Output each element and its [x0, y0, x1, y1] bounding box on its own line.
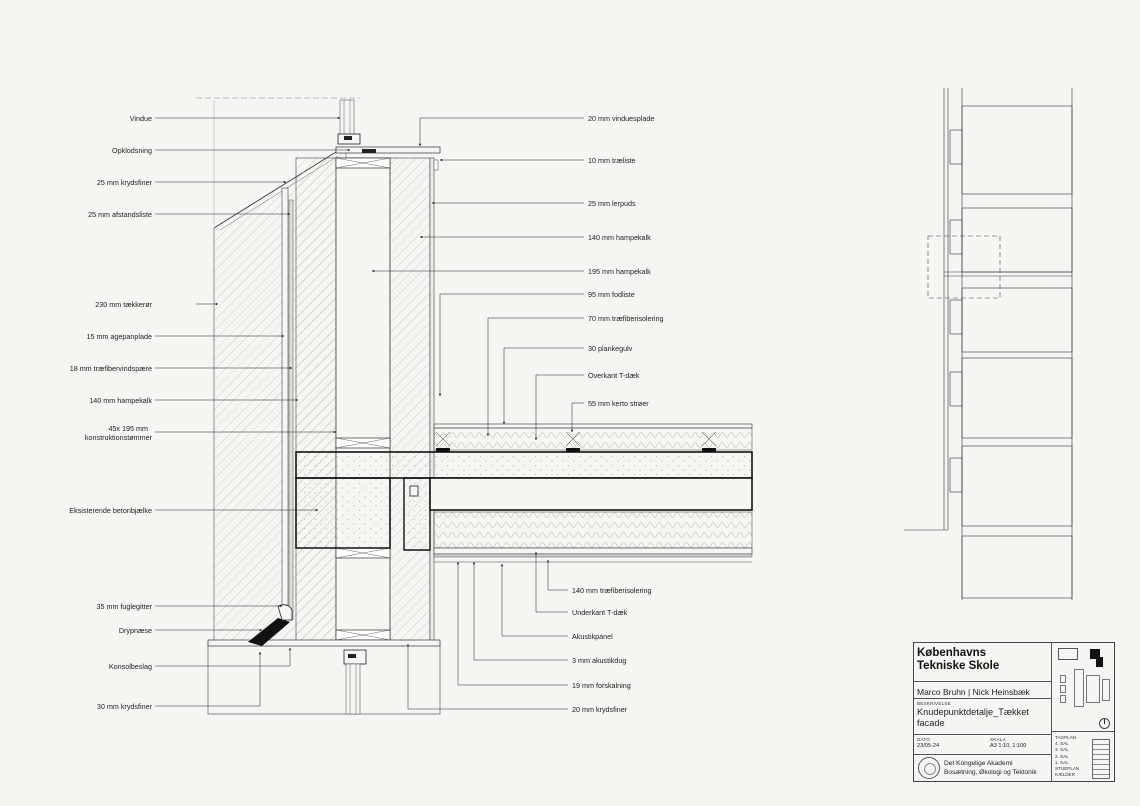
floor-stack-icon [1092, 739, 1110, 779]
date-label: DATO [917, 737, 931, 742]
label-traefiber-70: 70 mm træfiberisolering [588, 314, 664, 323]
timber-frame [335, 157, 391, 643]
concrete-beam [295, 477, 391, 549]
label-forskalning: 19 mm forskalning [572, 681, 631, 690]
label-agepanplade: 15 mm agepanplade [86, 332, 152, 341]
divider [914, 681, 1051, 682]
label-traefiber-140: 140 mm træfiberisolering [572, 586, 652, 595]
label-fuglegitter: 35 mm fuglegitter [96, 602, 152, 611]
label-vindue: Vindue [129, 114, 152, 123]
label-plankegulv: 30 plankegulv [588, 344, 633, 353]
floor-3-sal: 3. SAL [1055, 747, 1069, 753]
floor-1-sal: 1. SAL [1055, 759, 1069, 765]
divider [914, 754, 1051, 755]
drawing-title-line-1: Knudepunktdetalje_Tækket [917, 707, 1029, 717]
school-line-1: Københavns [917, 647, 987, 659]
floor-kaelder: KÆLDER [1055, 772, 1075, 778]
divider [1051, 643, 1052, 781]
site-plan-icon [1054, 645, 1112, 715]
school-line-2: Tekniske Skole [917, 660, 1000, 672]
academy-name: Det Kongelige Akademi Bosætning, Økologi… [944, 759, 1037, 777]
label-traeliste: 10 mm træliste [588, 156, 636, 165]
authors: Marco Bruhn | Nick Heinsbæk [917, 687, 1030, 697]
drawing-title-line-2: facade [917, 718, 945, 728]
floor-stueplan: STUEPLAN [1055, 766, 1080, 772]
label-krydsfiner-30: 30 mm krydsfiner [96, 702, 152, 711]
academy-line-2: Bosætning, Økologi og Tektonik [944, 769, 1037, 776]
label-underkant-t-daek: Underkant T-dæk [572, 608, 628, 617]
north-arrow-icon [1099, 718, 1110, 729]
scale-value: A3 1:10, 1:100 [990, 743, 1027, 749]
label-vindspaere: 18 mm træfibervindspære [69, 364, 152, 373]
label-hampekalk-195: 195 mm hampekalk [588, 267, 651, 276]
label-konsolbeslag: Konsolbeslag [108, 662, 152, 671]
academy-line-1: Det Kongelige Akademi [944, 760, 1013, 767]
label-kerto-stroer: 55 mm kerto strøer [588, 399, 649, 408]
label-akustikdug: 3 mm akustikdug [572, 656, 627, 665]
label-vinduesplade: 20 mm vinduesplade [588, 114, 655, 123]
description-label: BESKRIVELSE [917, 701, 951, 706]
scale-label: SKALA [990, 737, 1006, 742]
date-value: 23/05-24 [917, 743, 940, 749]
divider [1051, 731, 1114, 732]
label-opklodsning: Opklodsning [112, 146, 152, 155]
label-konstruktionstommer-1: 45x 195 mm [108, 424, 148, 433]
leader-lines-left [155, 116, 351, 707]
floor-2-sal: 2. SAL [1055, 753, 1069, 759]
label-konstruktionstommer-2: konstruktionstømmer [84, 433, 152, 442]
label-hampekalk-140: 140 mm hampekalk [89, 396, 152, 405]
label-taekkeroer: 230 mm tækkerør [95, 300, 152, 309]
label-overkant-t-daek: Overkant T-dæk [588, 371, 640, 380]
label-krydsfiner-20: 20 mm krydsfiner [572, 705, 628, 714]
title-block: Københavns Tekniske Skole Marco Bruhn | … [913, 642, 1115, 782]
floor-4-sal: 4. SAL [1055, 741, 1069, 747]
label-afstandsliste: 25 mm afstandsliste [88, 210, 152, 219]
label-betonbjaelke: Eksisterende betonbjælke [69, 506, 152, 515]
label-drypnaese: Drypnæse [118, 626, 152, 635]
t-deck-top [295, 451, 753, 479]
floor-tagplan: TAGPLAN [1055, 735, 1077, 740]
label-akustikpanel: Akustikpanel [572, 632, 613, 641]
wall-section [196, 97, 753, 715]
drawing-title: Knudepunktdetalje_Tækket facade [917, 707, 1057, 729]
school-name: Københavns Tekniske Skole [917, 647, 999, 673]
academy-seal-icon [918, 757, 940, 779]
label-krydsfiner-25: 25 mm krydsfiner [96, 178, 152, 187]
facade-elevation [904, 88, 1073, 600]
label-hampekalk-140-right: 140 mm hampekalk [588, 233, 651, 242]
label-lerpuds: 25 mm lerpuds [588, 199, 636, 208]
divider [914, 698, 1051, 699]
leader-lines-right [371, 117, 584, 710]
divider [914, 734, 1051, 735]
label-fodliste: 95 mm fodliste [588, 290, 635, 299]
floor-list: TAGPLAN 4. SAL 3. SAL 2. SAL 1. SAL STUE… [1055, 735, 1079, 778]
